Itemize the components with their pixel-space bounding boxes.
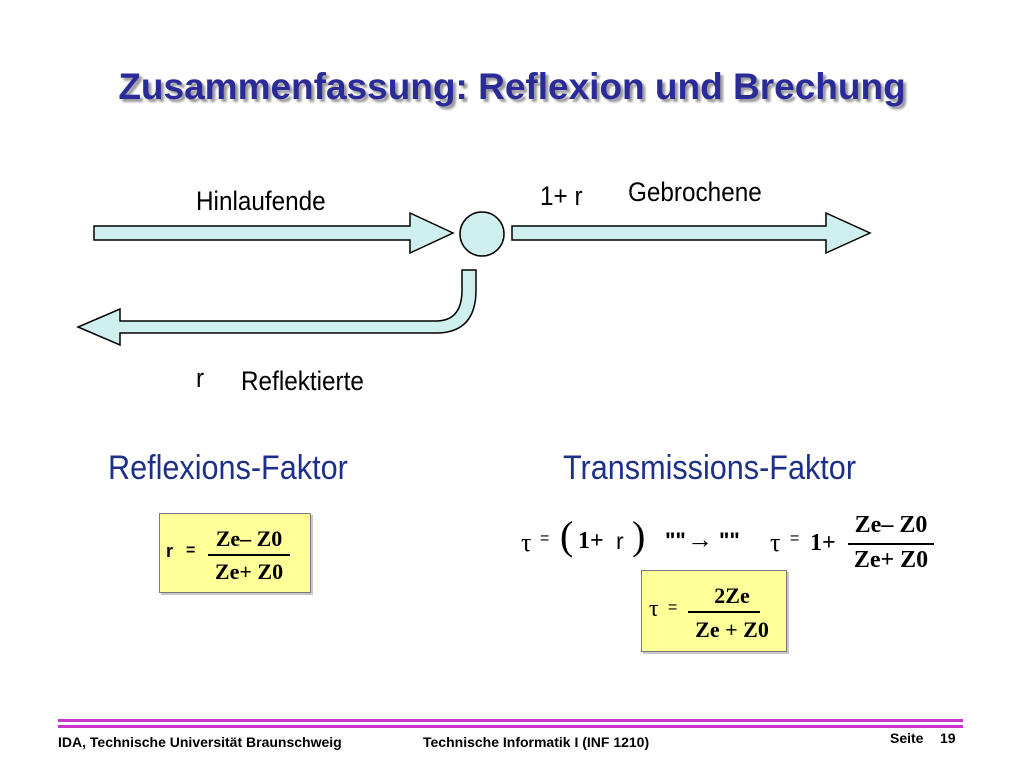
transmission-formula-box: τ = 2Ze Ze + Z0 — [641, 570, 787, 652]
quote-right: "" — [719, 528, 740, 553]
transmitted-coefficient: 1+ r — [540, 181, 583, 211]
implies-arrow: → — [687, 524, 713, 554]
result-denominator: Ze + Z0 — [695, 617, 769, 642]
result-fraction-bar — [688, 611, 760, 613]
footer-rule-top — [58, 719, 963, 722]
close-paren: ) — [632, 513, 646, 558]
tau-result-symbol: τ — [649, 596, 659, 622]
footer-page-label: Seite — [890, 730, 924, 746]
reflection-fraction-bar — [208, 554, 290, 556]
tau-symbol: τ — [521, 528, 532, 557]
reflection-denominator: Ze+ Z0 — [214, 559, 284, 584]
r-term: r — [616, 528, 624, 554]
reflected-coefficient: r — [196, 363, 205, 393]
open-paren: ( — [560, 513, 574, 558]
incoming-arrow — [93, 211, 455, 255]
reflection-symbol: r — [166, 541, 174, 561]
footer-institution: IDA, Technische Universität Braunschweig — [58, 734, 342, 750]
rhs-denominator: Ze+ Z0 — [853, 547, 929, 573]
transmitted-arrow — [511, 211, 872, 255]
reflection-equals: = — [186, 542, 196, 559]
reflected-arrow — [76, 269, 477, 347]
tau-equals: = — [540, 530, 550, 547]
reflection-formula-box: r = Ze– Z0 Ze+ Z0 — [159, 513, 311, 593]
tau-symbol-rhs: τ — [770, 528, 781, 557]
transmission-heading: Transmissions-Faktor — [563, 449, 857, 487]
transmitted-label: Gebrochene — [628, 177, 762, 207]
tau-equals-rhs: = — [790, 530, 800, 547]
slide-title: Zusammenfassung: Reflexion und Brechung — [118, 66, 906, 107]
rhs-one-plus: 1+ — [810, 530, 836, 556]
footer-course: Technische Informatik I (INF 1210) — [423, 734, 650, 750]
quote-left: "" — [665, 528, 686, 553]
tau-result-equals: = — [668, 599, 678, 616]
one-plus-term: 1+ — [578, 528, 604, 554]
junction-node — [459, 211, 505, 257]
result-numerator: 2Ze — [714, 583, 750, 608]
reflection-numerator: Ze– Z0 — [215, 526, 283, 551]
rhs-numerator: Ze– Z0 — [854, 512, 928, 538]
reflected-label: Reflektierte — [241, 366, 364, 396]
footer-page-number: 19 — [940, 730, 956, 746]
incoming-label: Hinlaufende — [196, 186, 326, 216]
reflection-heading: Reflexions-Faktor — [108, 449, 348, 487]
footer-rule-bottom — [58, 725, 963, 728]
rhs-fraction-bar — [848, 543, 934, 545]
